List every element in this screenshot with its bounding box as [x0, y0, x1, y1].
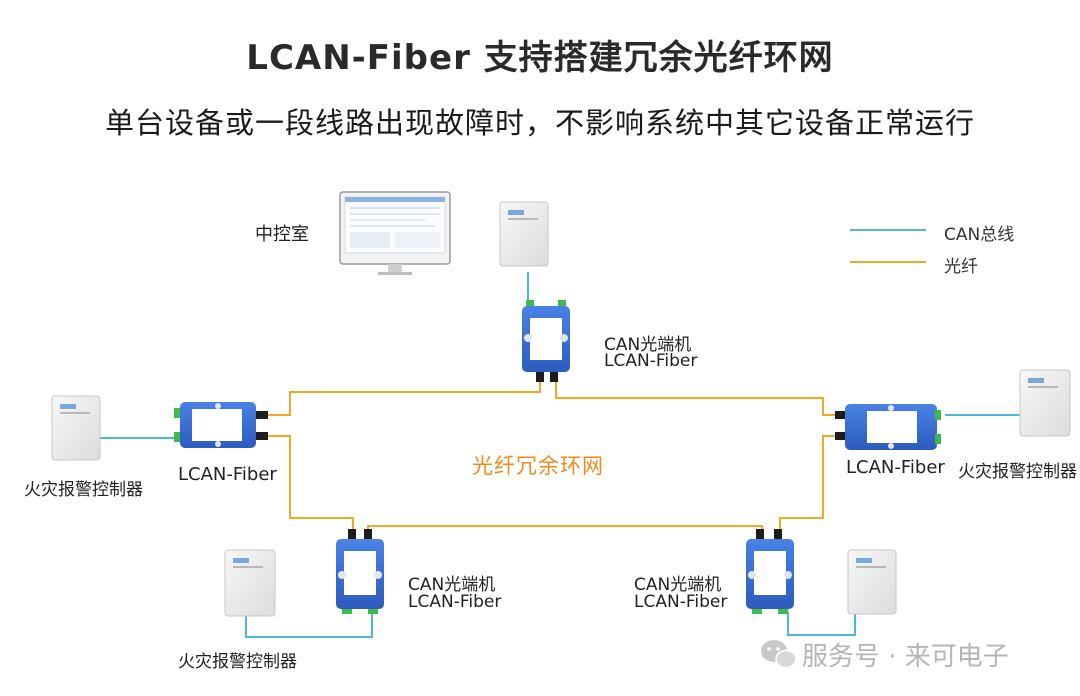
bottom-right-converter-label-1: CAN光端机 — [634, 575, 722, 595]
ring-label: 光纤冗余环网 — [472, 454, 604, 478]
control-room-label: 中控室 — [255, 224, 309, 245]
watermark-text: 服务号 · 来可电子 — [802, 642, 1009, 672]
can-bus-lines — [100, 272, 1020, 638]
fiber-line — [268, 382, 541, 416]
legend-can-label: CAN总线 — [944, 225, 1015, 245]
fiber-line — [268, 435, 354, 535]
monitor-icon — [339, 191, 451, 275]
can-line — [245, 612, 373, 638]
fiber-line — [555, 382, 845, 416]
fire-alarm-controller-icon — [224, 549, 276, 617]
fire-alarm-controller-icon — [847, 549, 897, 615]
wechat-icon — [761, 640, 797, 669]
bottom-right-converter-label-2: LCAN-Fiber — [634, 592, 728, 612]
can-line — [787, 605, 856, 636]
fiber-converter-icon — [746, 529, 794, 614]
top-converter-label-1: CAN光端机 — [604, 335, 692, 355]
top-converter-label-2: LCAN-Fiber — [604, 351, 698, 371]
left-converter-label: LCAN-Fiber — [178, 464, 277, 485]
fiber-converter-icon — [336, 529, 384, 614]
bottom-left-converter-label-2: LCAN-Fiber — [408, 592, 502, 612]
right-alarm-label: 火灾报警控制器 — [958, 462, 1077, 482]
fire-alarm-controller-icon — [1019, 369, 1071, 437]
legend-fiber-label: 光纤 — [944, 257, 978, 277]
fiber-converter-icon — [835, 404, 941, 450]
page-subtitle: 单台设备或一段线路出现故障时，不影响系统中其它设备正常运行 — [104, 106, 975, 140]
right-converter-label: LCAN-Fiber — [846, 457, 945, 478]
fiber-line — [367, 525, 763, 535]
fire-alarm-controller-icon — [51, 395, 101, 461]
left-alarm-label: 火灾报警控制器 — [24, 480, 143, 500]
fire-alarm-controller-icon — [499, 201, 549, 267]
fiber-converter-icon — [522, 300, 570, 382]
bottom-left-alarm-label: 火灾报警控制器 — [178, 652, 297, 672]
page-title: LCAN-Fiber 支持搭建冗余光纤环网 — [246, 38, 834, 78]
bottom-left-converter-label-1: CAN光端机 — [408, 575, 496, 595]
fiber-line — [779, 435, 845, 535]
fiber-converter-icon — [174, 402, 268, 448]
